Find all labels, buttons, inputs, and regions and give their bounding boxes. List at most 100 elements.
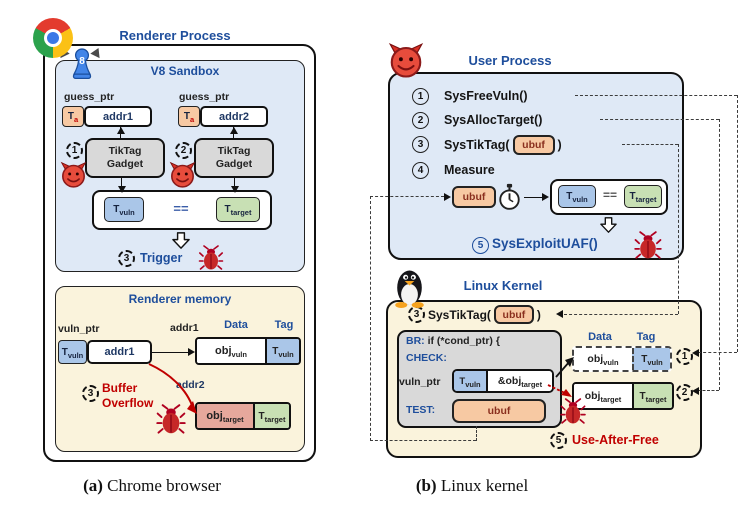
vuln-ptr-label: vuln_ptr xyxy=(58,323,100,335)
caption-b: (b) Linux kernel xyxy=(415,476,529,495)
dash-ubuf-v xyxy=(370,196,371,441)
addr1-arrow-label: addr1 xyxy=(170,322,199,334)
measure-label: Measure xyxy=(444,163,495,177)
tag-header-b: Tag xyxy=(636,331,656,343)
syscall-free-vuln: SysFreeVuln() xyxy=(444,89,528,103)
devil-icon xyxy=(388,42,424,78)
step-3-badge-overflow: 3 xyxy=(82,385,99,402)
renderer-memory-title: Renderer memory xyxy=(128,292,232,306)
syscall-exploit-uaf: SysExploitUAF() xyxy=(492,236,598,251)
step-1-badge-b: 1 xyxy=(412,88,429,105)
dash-alloctarget-h xyxy=(600,119,719,120)
data-header-b: Data xyxy=(588,331,612,343)
step-3-badge-b: 3 xyxy=(412,136,429,153)
ubuf-kernel-arg-box: ubuf xyxy=(493,305,534,324)
step-3-badge-trigger: 3 xyxy=(118,250,135,267)
step-2-badge-a: 2 xyxy=(175,142,192,159)
step-4-badge-b: 4 xyxy=(412,162,429,179)
dash-ubuf-arrowhead xyxy=(444,192,451,201)
connector-gadget2-compare xyxy=(234,178,235,190)
dash-tiktag-v xyxy=(678,144,679,314)
user-process-title: User Process xyxy=(468,53,552,68)
ptr-to-objvuln-arrow-b xyxy=(555,357,574,378)
renderer-memory-box xyxy=(55,286,305,452)
dash-freevuln-v xyxy=(737,95,738,352)
bug-icon xyxy=(560,398,586,425)
devil-icon xyxy=(169,161,196,188)
step-3-badge-kernel: 3 xyxy=(408,306,425,323)
dash-tiktag-h xyxy=(622,144,678,145)
panel-a-title: Renderer Process xyxy=(119,28,231,43)
use-after-free-label: Use-After-Free xyxy=(572,433,659,447)
v8-sandbox-title: V8 Sandbox xyxy=(150,64,220,78)
dash-ubuf-h-bottom xyxy=(370,440,476,441)
dash-ubuf-v-test xyxy=(476,426,477,441)
user-process-box xyxy=(388,72,684,260)
step-5-badge-b: 5 xyxy=(472,237,489,254)
tux-icon xyxy=(393,266,426,308)
watch-to-compare-arrowhead xyxy=(542,193,549,201)
guess-ptr-label-2: guess_ptr xyxy=(179,91,230,103)
step-2-badge-b: 2 xyxy=(412,112,429,129)
stopwatch-icon xyxy=(499,183,520,211)
down-arrow-icon xyxy=(170,232,192,249)
bug-icon xyxy=(156,404,186,435)
devil-icon xyxy=(60,161,87,188)
data-header-a: Data xyxy=(224,319,248,331)
dash-alloctarget-h2 xyxy=(698,390,719,391)
ptr-to-objvuln-arrowhead xyxy=(188,348,195,356)
dash-freevuln-arrowhead xyxy=(692,349,699,357)
syscall-alloc-target: SysAllocTarget() xyxy=(444,113,543,127)
guess-ptr-label-1: guess_ptr xyxy=(64,91,115,103)
dash-freevuln-h xyxy=(575,95,737,96)
equals-operator-b: == xyxy=(602,188,617,202)
dash-alloctarget-v xyxy=(719,119,720,390)
vuln-ptr-addr-box: addr1 xyxy=(87,340,152,364)
watch-to-compare-line xyxy=(524,197,543,198)
step-1-badge-kernel: 1 xyxy=(676,348,693,365)
overflow-curve-arrow xyxy=(148,363,197,414)
step-5-badge-kernel: 5 xyxy=(550,432,567,449)
code-test-label: TEST: xyxy=(406,404,436,416)
addr2-box: addr2 xyxy=(200,106,268,127)
code-branch-line: BR: if (*cond_ptr) { xyxy=(406,335,500,347)
arrowhead-addr1 xyxy=(116,127,125,134)
addr2-arrow-label: addr2 xyxy=(176,379,205,391)
code-check-label: CHECK: xyxy=(406,352,447,364)
dash-ubuf-h-top xyxy=(370,196,444,197)
arrowhead-ttarget xyxy=(230,186,239,193)
step-2-badge-kernel: 2 xyxy=(676,384,693,401)
bug-icon xyxy=(634,231,662,260)
ubuf-arg-box: ubuf xyxy=(512,135,555,155)
caption-a: (a) Chrome browser xyxy=(83,476,221,495)
step-1-badge-a: 1 xyxy=(66,142,83,159)
chrome-logo-icon xyxy=(33,18,73,58)
uaf-red-arrow xyxy=(547,384,572,397)
syscall-tiktag-row: SysTikTag( ubuf ) xyxy=(444,134,562,156)
trigger-label: Trigger xyxy=(140,251,183,265)
v8-icon-glyph: 8 xyxy=(79,56,85,67)
down-arrow-icon xyxy=(598,217,619,233)
kernel-tiktag-row: SysTikTag( ubuf ) xyxy=(428,304,541,325)
